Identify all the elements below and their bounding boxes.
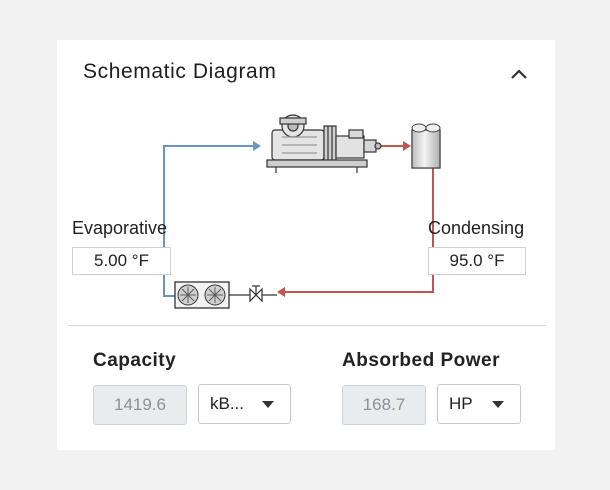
evaporative-temperature-field[interactable]: 5.00 °F bbox=[72, 247, 171, 275]
condensing-label: Condensing bbox=[428, 218, 525, 238]
dropdown-caret-icon bbox=[262, 401, 274, 408]
capacity-unit-value: kB... bbox=[210, 394, 245, 413]
chevron-up-icon[interactable] bbox=[509, 66, 529, 82]
expansion-valve-icon bbox=[229, 285, 277, 303]
condensing-temperature-field[interactable]: 95.0 °F bbox=[428, 247, 526, 275]
compressor-icon bbox=[266, 114, 382, 173]
refrigeration-schematic bbox=[163, 114, 441, 309]
dropdown-caret-icon bbox=[492, 401, 504, 408]
absorbed-power-unit-value: HP bbox=[449, 394, 473, 413]
section-divider bbox=[68, 325, 546, 326]
capacity-unit-select[interactable]: kB... bbox=[198, 384, 291, 424]
discharge-line bbox=[277, 141, 434, 297]
suction-line bbox=[163, 141, 261, 297]
absorbed-power-unit-select[interactable]: HP bbox=[437, 384, 521, 424]
schematic-diagram-panel: Schematic Diagram bbox=[57, 40, 555, 450]
absorbed-power-label: Absorbed Power bbox=[342, 350, 500, 371]
capacity-label: Capacity bbox=[93, 350, 177, 371]
absorbed-power-value-field: 168.7 bbox=[342, 385, 426, 425]
capacity-value-field: 1419.6 bbox=[93, 385, 187, 425]
condenser-icon bbox=[411, 123, 441, 169]
panel-title: Schematic Diagram bbox=[83, 60, 277, 83]
evaporative-label: Evaporative bbox=[72, 218, 168, 238]
evaporator-fan-icon bbox=[174, 281, 230, 309]
